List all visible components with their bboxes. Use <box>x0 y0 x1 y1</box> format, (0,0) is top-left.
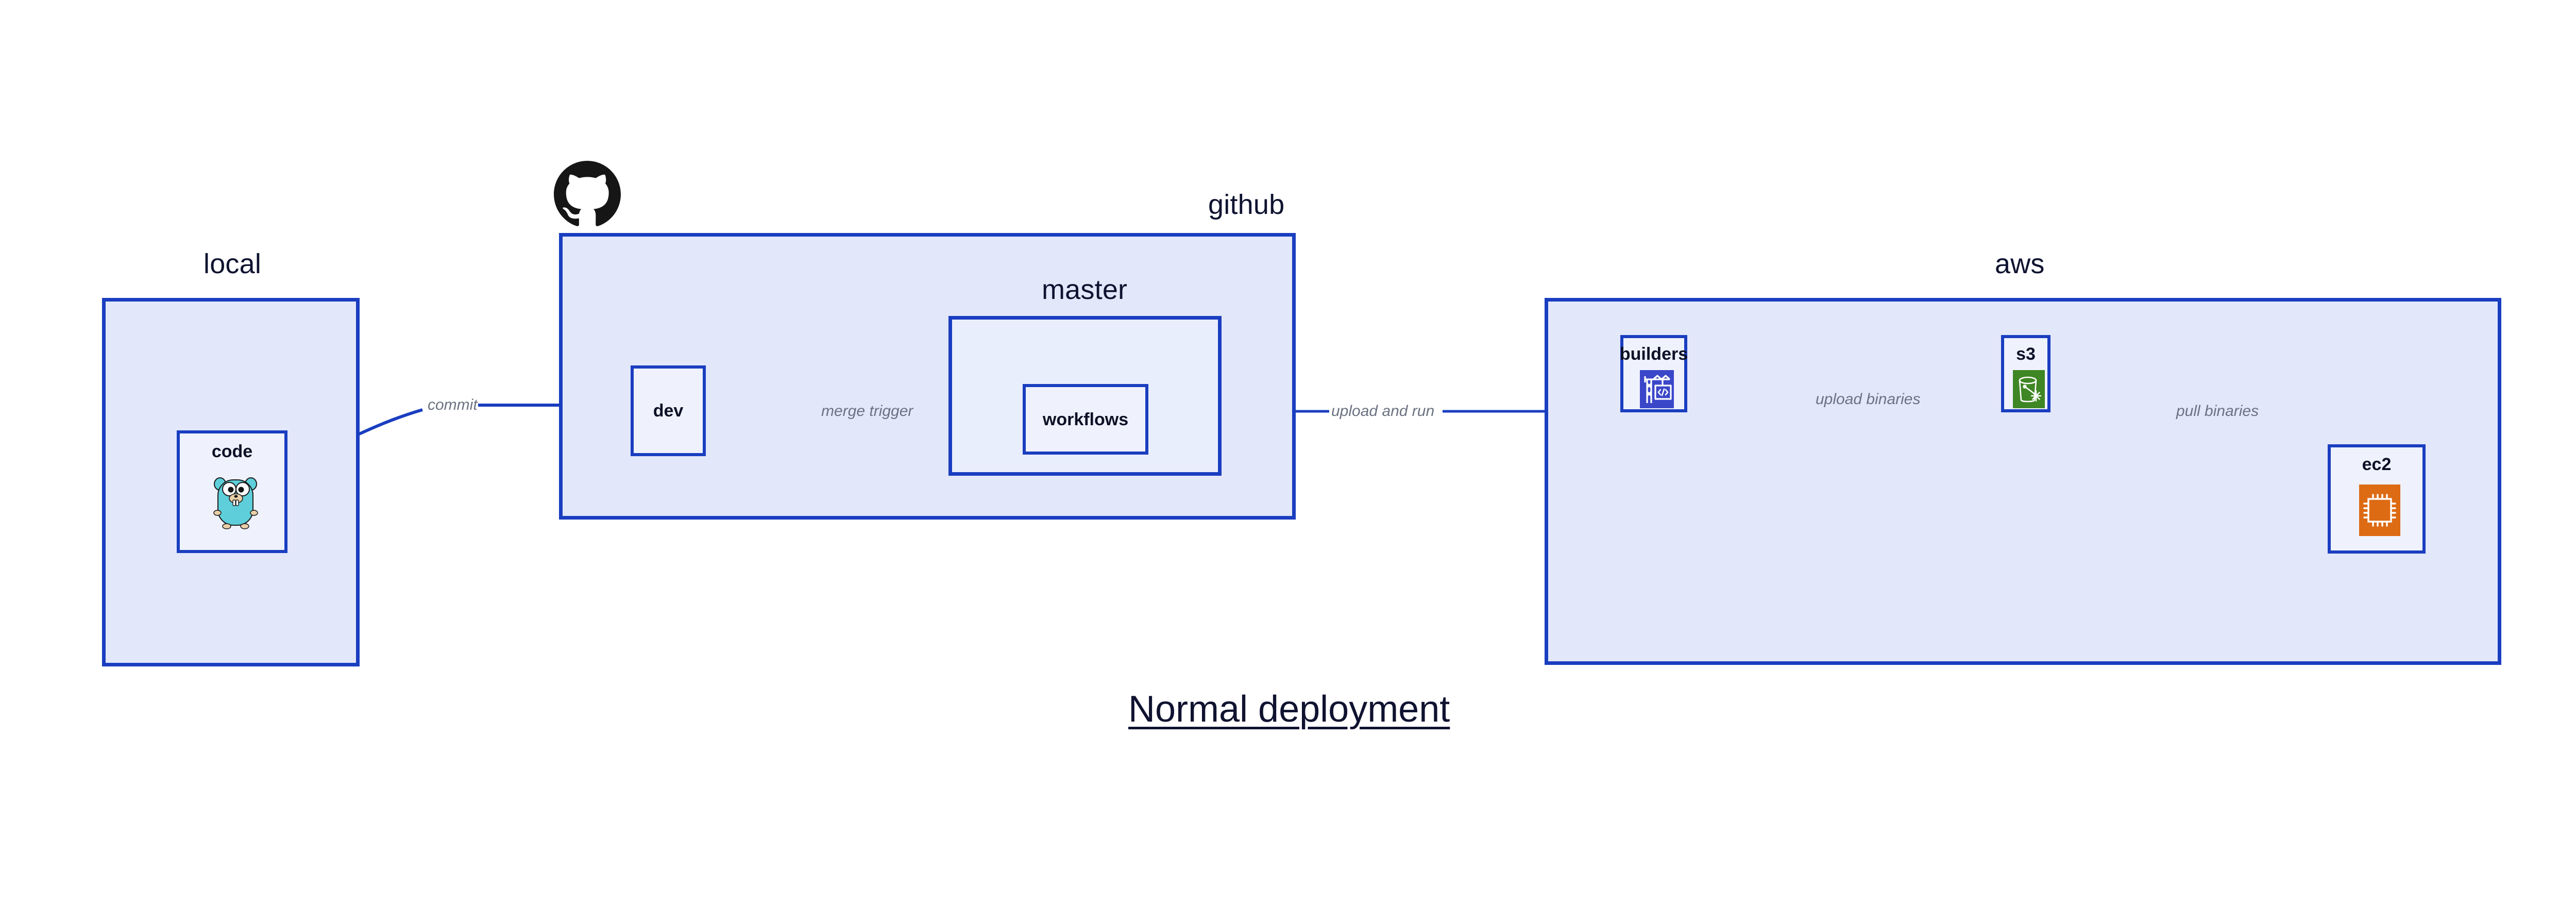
group-label-aws: aws <box>1995 248 2045 279</box>
node-dev[interactable]: dev <box>631 365 706 456</box>
node-s3[interactable]: s3 <box>2001 335 2050 412</box>
aws-codebuild-icon <box>1640 370 1674 408</box>
node-label-workflows: workflows <box>1042 409 1129 429</box>
edge-label-pull-binaries: pull binaries <box>2176 403 2259 420</box>
go-gopher-icon <box>210 471 261 532</box>
node-label-dev: dev <box>653 401 684 421</box>
node-label-builders: builders <box>1619 344 1688 364</box>
node-workflows[interactable]: workflows <box>1023 384 1148 455</box>
edge-label-commit: commit <box>428 396 478 413</box>
aws-s3-glacier-icon <box>2013 370 2045 408</box>
edge-label-upload-and-run: upload and run <box>1331 403 1435 420</box>
edge-label-merge-trigger: merge trigger <box>821 403 913 420</box>
node-label-ec2: ec2 <box>2362 455 2392 474</box>
diagram-title: Normal deployment <box>1128 689 1450 730</box>
edge-label-upload-binaries: upload binaries <box>1816 391 1921 408</box>
aws-ec2-icon <box>2359 485 2400 536</box>
node-ec2[interactable]: ec2 <box>2328 444 2426 554</box>
group-label-github: github <box>1208 189 1285 220</box>
node-code[interactable]: code <box>177 430 287 553</box>
group-label-master: master <box>1042 274 1128 305</box>
github-octocat-icon <box>554 161 621 228</box>
group-label-local: local <box>204 248 262 279</box>
node-builders[interactable]: builders <box>1619 335 1688 412</box>
node-label-code: code <box>211 442 253 461</box>
node-label-s3: s3 <box>2016 344 2036 364</box>
